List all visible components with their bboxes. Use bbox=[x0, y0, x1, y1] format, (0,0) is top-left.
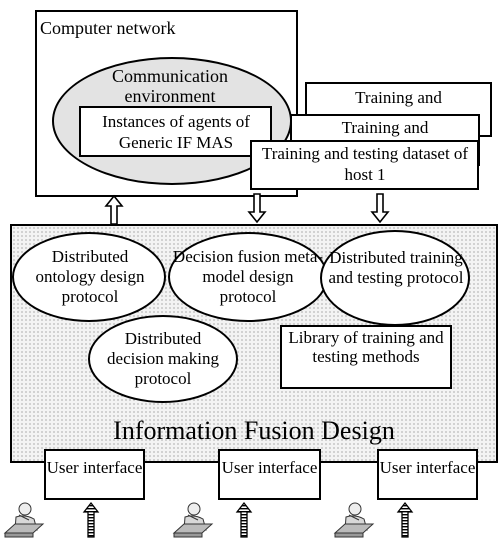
decision-fusion-protocol-ellipse bbox=[168, 232, 328, 322]
user-at-computer-icon bbox=[333, 502, 375, 538]
ontology-design-protocol-ellipse bbox=[12, 232, 166, 322]
training-testing-protocol-label: Distributed training and testing protoco… bbox=[328, 248, 464, 287]
user-at-computer-icon bbox=[172, 502, 214, 538]
hollow-down-arrow-icon bbox=[370, 193, 390, 224]
user-interface-label-2: User interface bbox=[221, 458, 318, 477]
hollow-down-arrow-icon bbox=[247, 193, 267, 224]
dataset-front-label: Training and testing dataset of host 1 bbox=[261, 144, 469, 184]
striped-up-arrow-icon bbox=[235, 501, 253, 538]
library-box bbox=[280, 325, 452, 389]
decision-making-protocol-label: Distributed decision making protocol bbox=[107, 329, 219, 388]
communication-environment-label: Communication environment bbox=[112, 66, 228, 106]
agents-label: Instances of agents of Generic IF MAS bbox=[102, 112, 250, 152]
user-interface-label-1: User interface bbox=[46, 458, 143, 477]
ontology-design-protocol-label: Distributed ontology design protocol bbox=[35, 247, 145, 306]
user-interface-box-1 bbox=[44, 449, 145, 500]
striped-up-arrow-icon bbox=[396, 501, 414, 538]
dataset-middle-label: Training and bbox=[341, 118, 429, 137]
user-interface-box-2 bbox=[218, 449, 321, 500]
computer-network-title: Computer network bbox=[40, 18, 176, 38]
user-interface-label-3: User interface bbox=[379, 458, 476, 477]
information-fusion-design-title: Information Fusion Design bbox=[113, 416, 395, 445]
user-interface-box-3 bbox=[377, 449, 478, 500]
striped-up-arrow-icon bbox=[82, 501, 100, 538]
user-at-computer-icon bbox=[3, 502, 45, 538]
hollow-up-arrow-icon bbox=[104, 194, 124, 225]
dataset-back-label: Training and bbox=[355, 88, 442, 107]
library-label: Library of training and testing methods bbox=[288, 328, 444, 366]
decision-fusion-protocol-label: Decision fusion meta-model design protoc… bbox=[172, 247, 324, 306]
agents-box bbox=[79, 106, 272, 157]
decision-making-protocol-ellipse bbox=[88, 315, 238, 403]
dataset-box-front bbox=[250, 140, 479, 190]
